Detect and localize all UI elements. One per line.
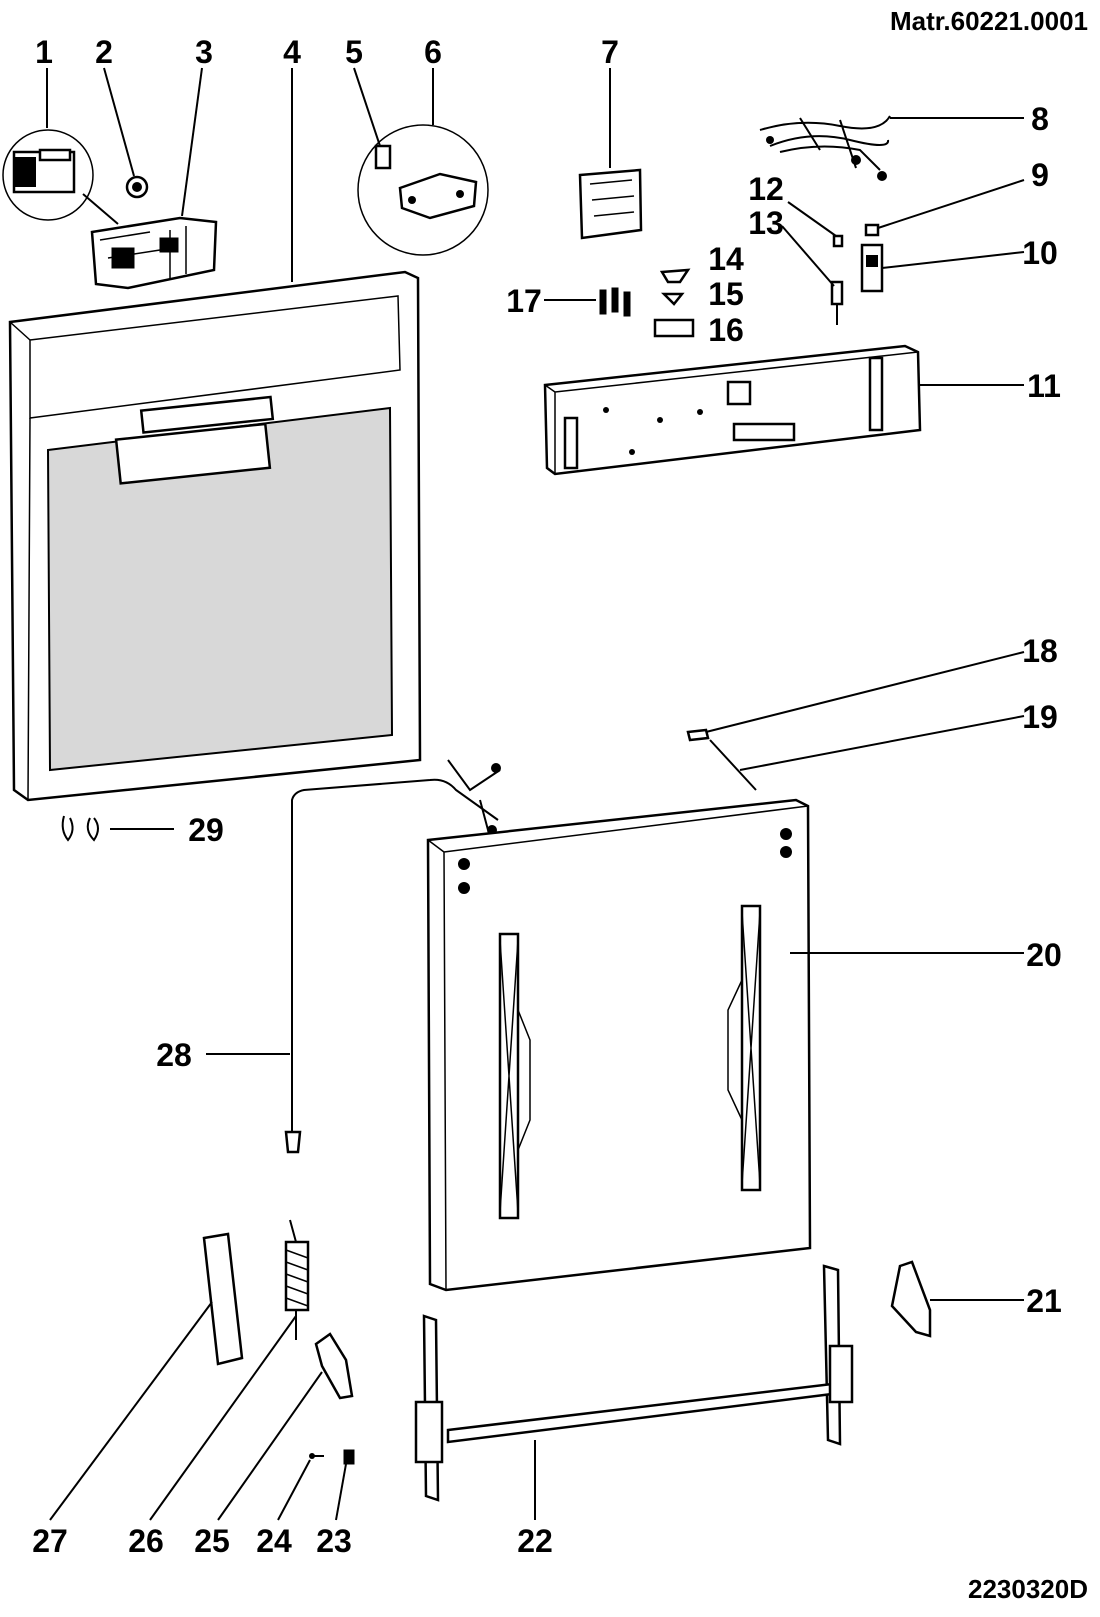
part-22-hinge-frame (414, 1264, 854, 1502)
callout-10: 10 (1022, 235, 1058, 271)
part-17-connector (599, 287, 631, 317)
part-20-door-panel (426, 798, 812, 1292)
callout-7: 7 (601, 34, 619, 70)
part-1-detail-circle (2, 129, 94, 221)
callout-24: 24 (256, 1523, 292, 1559)
callout-19: 19 (1022, 699, 1058, 735)
callout-6: 6 (424, 34, 442, 70)
callout-1: 1 (35, 34, 53, 70)
part-23-spring (343, 1449, 355, 1465)
part-4-inner-door (8, 270, 422, 802)
callout-2: 2 (95, 34, 113, 70)
callout-12: 12 (748, 171, 784, 207)
callout-26: 26 (128, 1523, 164, 1559)
part-2-knob (125, 175, 149, 199)
part-25-lever (314, 1332, 354, 1400)
material-number: Matr.60221.0001 (890, 6, 1088, 36)
part-18-19-pin (686, 728, 757, 791)
part-26-spring-rod (284, 1219, 310, 1340)
callout-22: 22 (517, 1523, 553, 1559)
callout-8: 8 (1031, 101, 1049, 137)
part-29-clips (61, 815, 99, 842)
callout-23: 23 (316, 1523, 352, 1559)
callout-16: 16 (708, 312, 744, 348)
part-14-16-clips (653, 268, 695, 338)
part-27-cover (202, 1232, 244, 1366)
callout-29: 29 (188, 812, 224, 848)
leader-lines (46, 67, 1025, 1521)
callout-17: 17 (506, 283, 542, 319)
part-3-control-module (90, 216, 218, 290)
callout-15: 15 (708, 276, 744, 312)
part-6-detail-circle (357, 124, 489, 256)
callout-25: 25 (194, 1523, 230, 1559)
callout-14: 14 (708, 241, 744, 277)
part-8-wiring-harness (759, 115, 891, 181)
callout-9: 9 (1031, 157, 1049, 193)
callout-11: 11 (1027, 368, 1061, 404)
callout-18: 18 (1022, 633, 1058, 669)
callout-5: 5 (345, 34, 363, 70)
part-11-control-panel (543, 344, 922, 476)
callout-28: 28 (156, 1037, 192, 1073)
drawing-code: 2230320D (968, 1574, 1088, 1604)
part-7-circuit-board (578, 168, 643, 240)
part-24-screw (309, 1453, 324, 1459)
callout-3: 3 (195, 34, 213, 70)
part-12-13-sensor (830, 234, 844, 325)
part-21-bracket (890, 1260, 932, 1338)
callout-13: 13 (748, 205, 784, 241)
callout-4: 4 (283, 34, 301, 70)
part-9-10-switch (860, 223, 884, 293)
part-28-cable (284, 759, 501, 1154)
callout-27: 27 (32, 1523, 68, 1559)
callout-21: 21 (1026, 1283, 1062, 1319)
callout-labels: 1 2 3 4 5 6 7 8 9 10 11 12 13 14 15 16 1… (32, 34, 1062, 1559)
callout-20: 20 (1026, 937, 1062, 973)
